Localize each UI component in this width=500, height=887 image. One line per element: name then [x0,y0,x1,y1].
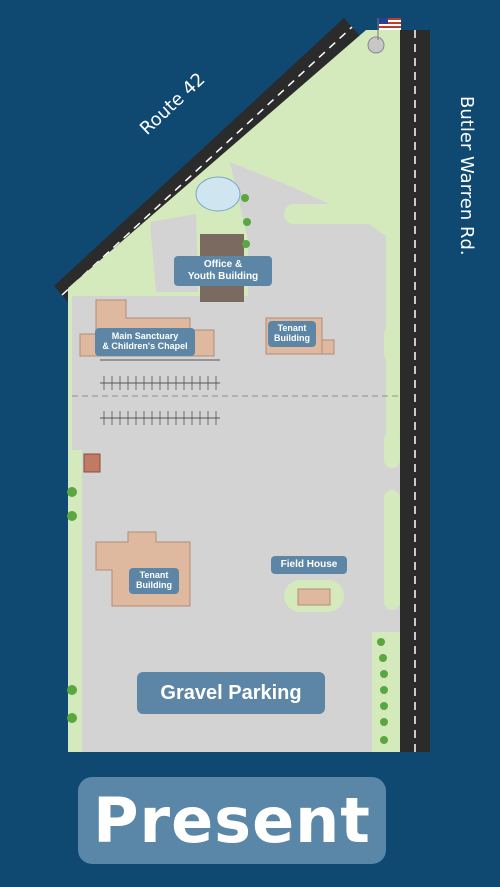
main-sanctuary-label: Main Sanctuary & Children's Chapel [95,328,195,356]
butler-warren-rd-label: Butler Warren Rd. [456,96,477,256]
flagpole-icon [367,36,385,54]
butler-warren-road [400,30,430,752]
office-youth-building-label: Office & Youth Building [174,256,272,286]
pond-icon [195,176,241,212]
tenant-north-line-2: Building [274,333,310,344]
field-house-label: Field House [271,556,347,574]
main-sanctuary-line-1: Main Sanctuary [111,331,179,341]
office-youth-line-1: Office & [203,259,243,270]
phase-caption: Present [78,777,386,864]
tenant-building-south-label: Tenant Building [129,568,179,594]
tree-icon [67,194,388,744]
gravel-parking-label: Gravel Parking [137,672,325,714]
office-youth-line-2: Youth Building [187,270,259,282]
tenant-north-line-1: Tenant [277,323,307,333]
route-42-road [54,18,360,304]
tenant-building-north-label: Tenant Building [268,321,316,347]
tenant-south-line-1: Tenant [139,570,169,580]
main-sanctuary-line-2: & Children's Chapel [102,341,188,352]
american-flag-icon [377,18,401,40]
tenant-south-line-2: Building [136,580,172,591]
